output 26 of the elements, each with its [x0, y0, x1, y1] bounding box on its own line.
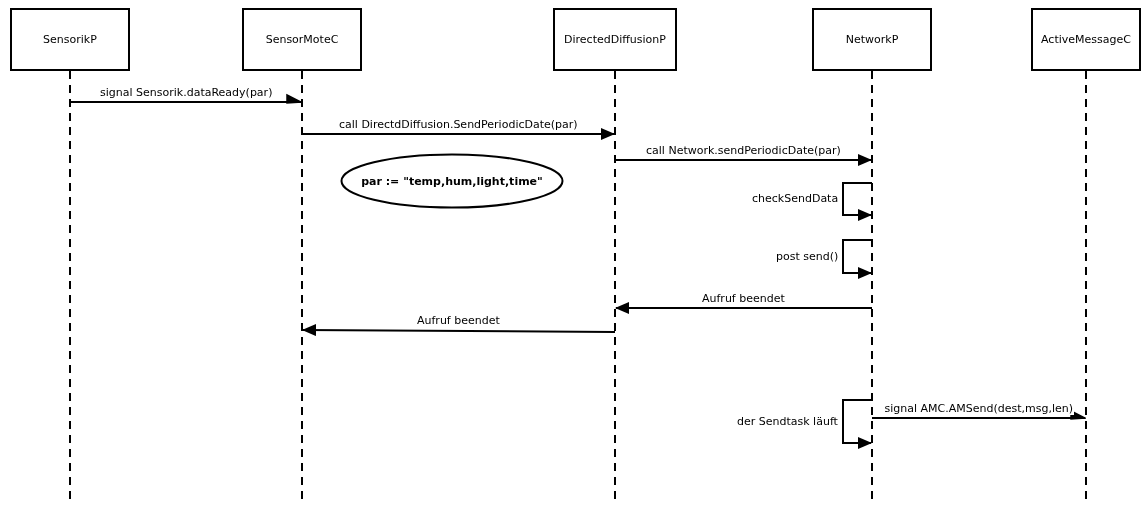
note-text: par := "temp,hum,light,time"	[361, 174, 543, 188]
message-label: der Sendtask läuft	[736, 414, 839, 428]
message-label: signal AMC.AMSend(dest,msg,len)	[883, 402, 1075, 415]
message-label: signal Sensorik.dataReady(par)	[99, 86, 274, 99]
message-label: checkSendData	[751, 192, 840, 205]
message-arrow	[69, 94, 302, 104]
self-message-arrow	[842, 182, 873, 221]
participant-name: SensorikP	[43, 32, 97, 46]
message-label: Aufruf beendet	[416, 314, 501, 327]
message-label: call DirectdDiffusion.SendPeriodicDate(par)	[338, 118, 579, 131]
message-arrow	[302, 324, 616, 337]
self-message-arrow	[842, 399, 873, 449]
note-ellipse	[340, 153, 564, 209]
participant-name: NetworkP	[845, 32, 899, 46]
message-label: call Network.sendPeriodicDate(par)	[645, 144, 842, 157]
participant-lifeline	[10, 8, 130, 500]
self-message-arrow	[842, 239, 873, 279]
message-label: Aufruf beendet	[701, 292, 786, 305]
participant-name: SensorMoteC	[265, 32, 339, 46]
participant-name: DirectedDiffusionP	[564, 32, 666, 46]
message-arrow	[615, 302, 873, 314]
message-arrow	[301, 128, 615, 140]
message-arrow	[871, 410, 1086, 420]
message-label: post send()	[775, 249, 840, 263]
message-arrow	[614, 154, 872, 166]
participant-name: ActiveMessageC	[1041, 32, 1131, 46]
